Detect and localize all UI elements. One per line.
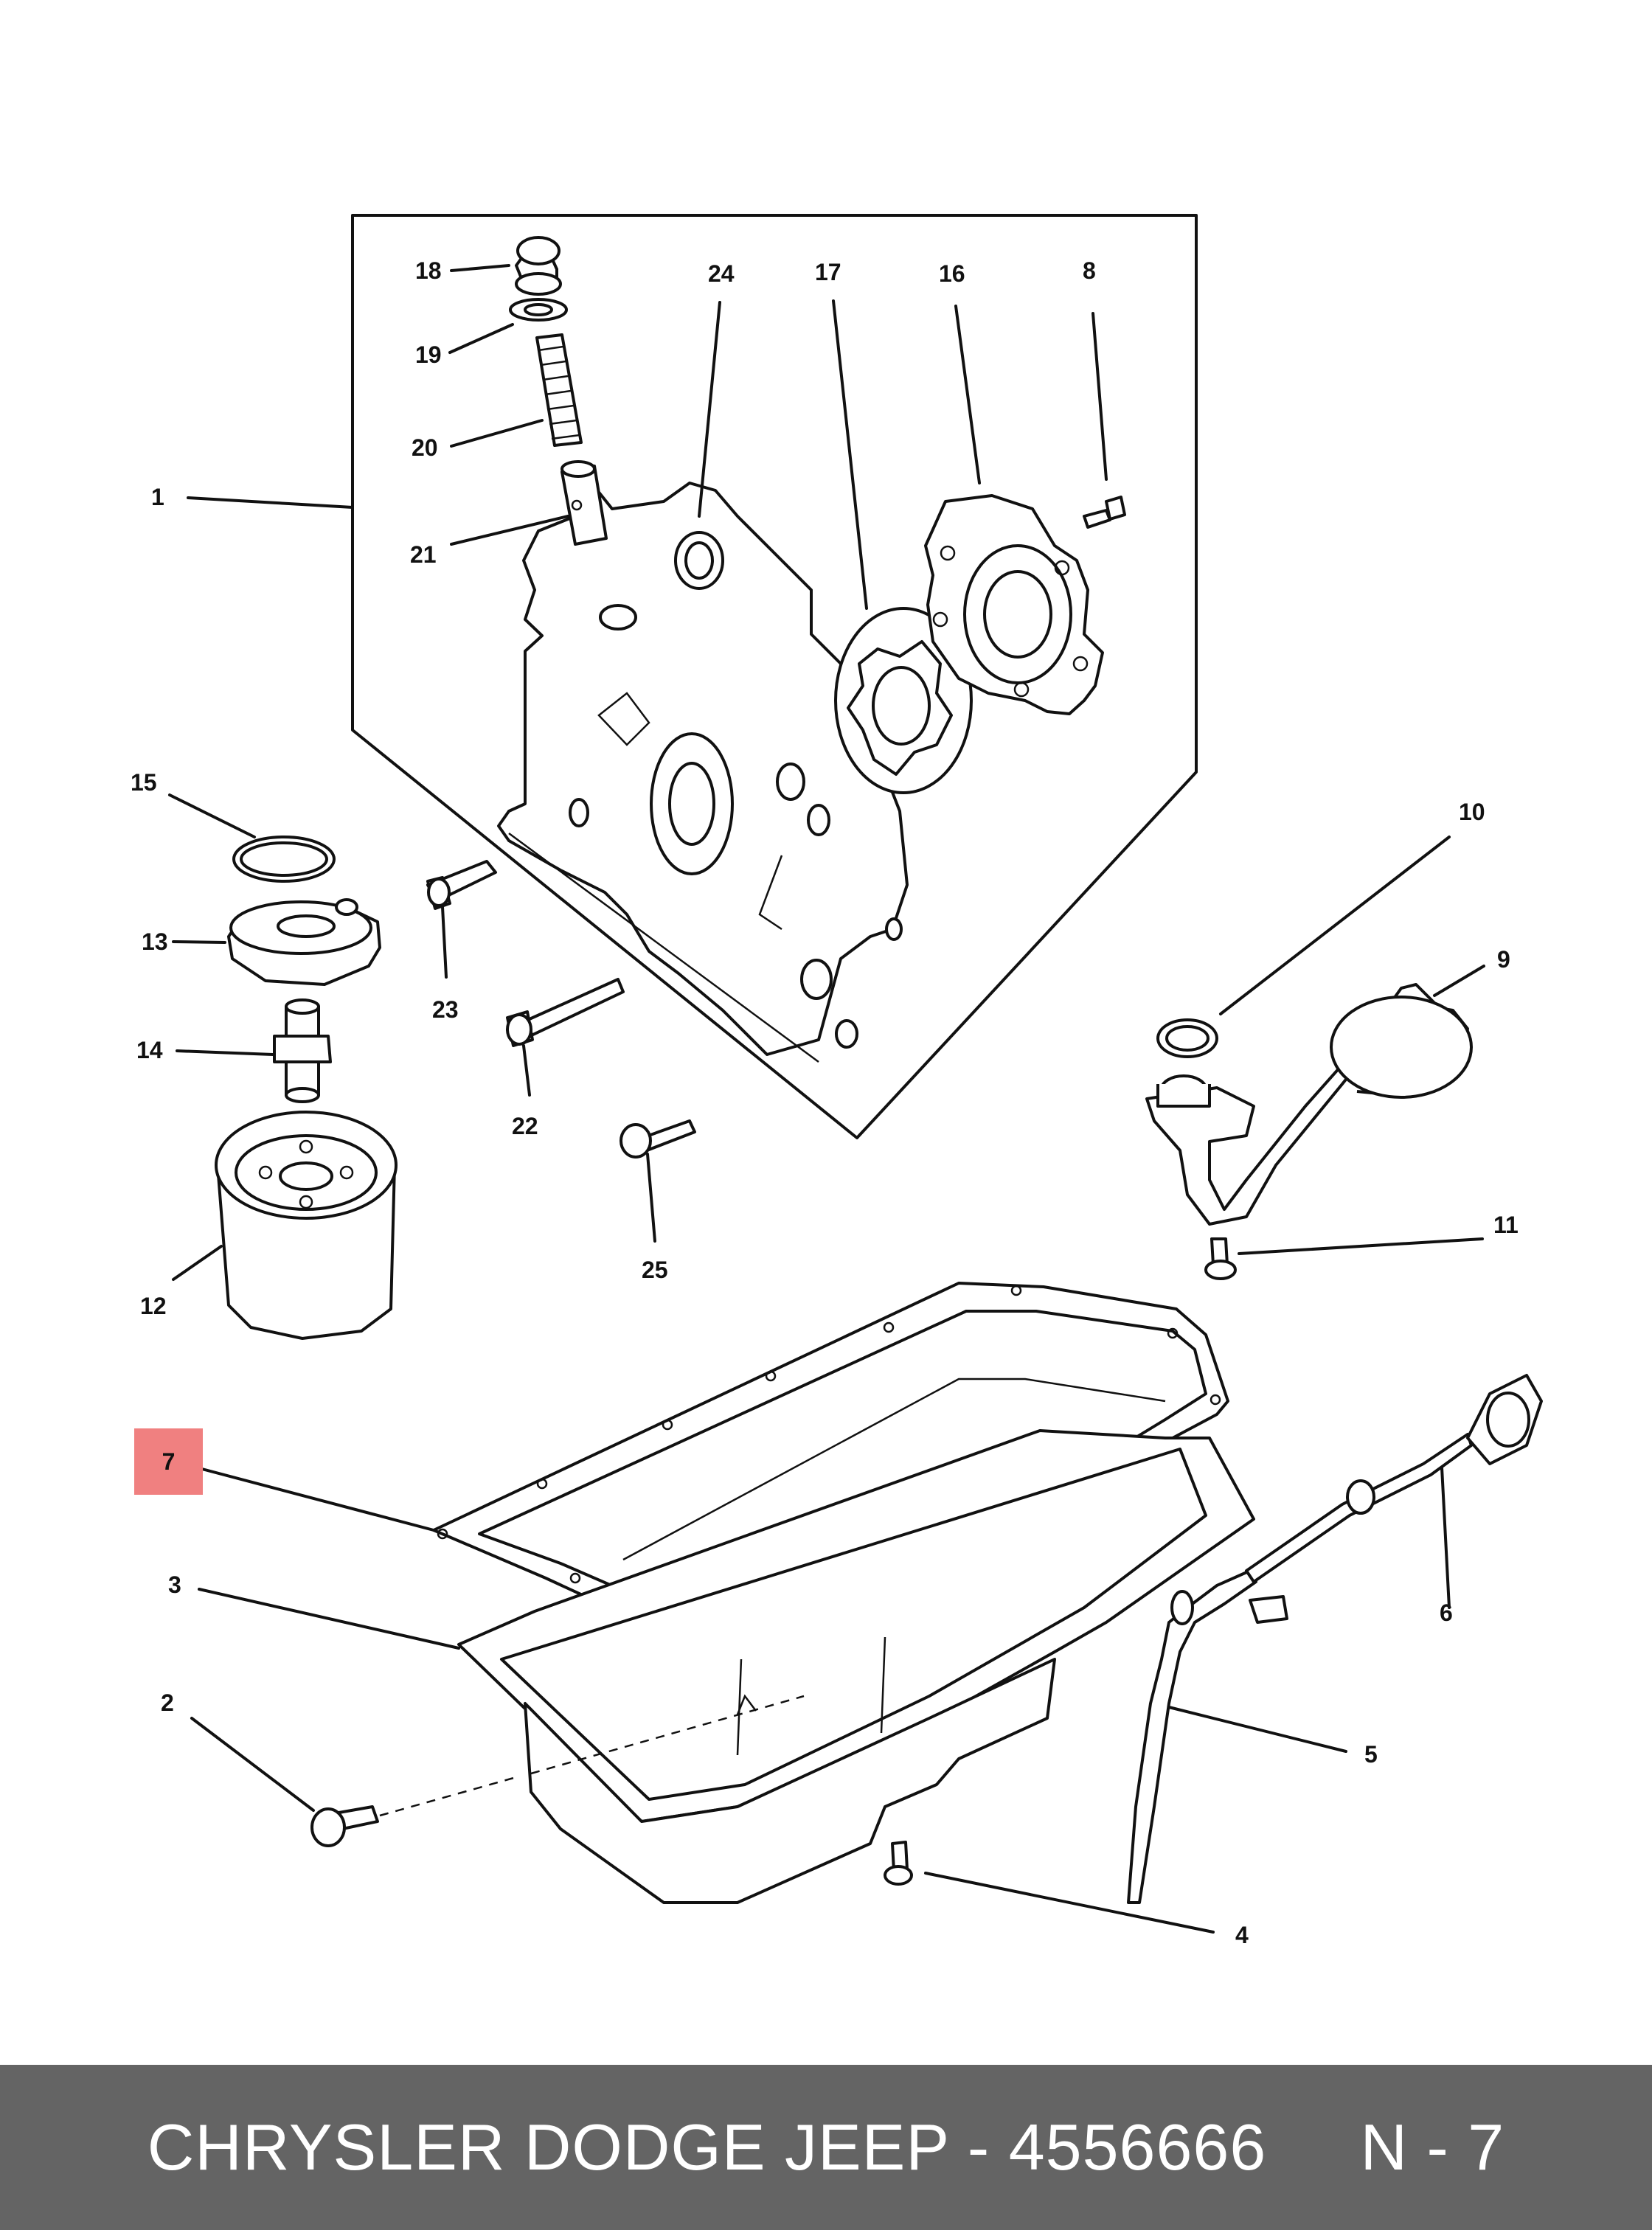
- spring-part: [535, 333, 583, 447]
- washer-part: [509, 298, 568, 322]
- dipstick-part: [1245, 1374, 1543, 1583]
- callout-24: 24: [708, 260, 735, 287]
- callout-25: 25: [642, 1257, 668, 1283]
- callout-2: 2: [161, 1689, 174, 1716]
- footer-separator: -: [948, 2111, 1009, 2184]
- callout-9: 9: [1497, 946, 1510, 973]
- oil-pan-bolt: [884, 1841, 913, 1886]
- callout-22: 22: [512, 1113, 538, 1139]
- callout-21: 21: [410, 541, 437, 568]
- o-ring-part: [674, 531, 724, 590]
- outer-rotor-part: [834, 607, 973, 794]
- filter-adapter-o-ring: [232, 836, 336, 883]
- oil-filter-part: [215, 1111, 398, 1340]
- callout-12: 12: [140, 1293, 167, 1319]
- callout-8: 8: [1083, 257, 1096, 284]
- drain-plug-part: [310, 1695, 805, 1847]
- bolt-part-25: [620, 1119, 696, 1159]
- callout-5: 5: [1364, 1741, 1378, 1768]
- callout-4: 4: [1235, 1922, 1249, 1948]
- callout-3: 3: [168, 1571, 181, 1598]
- pump-cover-plate: [924, 494, 1104, 715]
- callout-14: 14: [136, 1037, 163, 1063]
- relief-valve-part: [560, 460, 608, 546]
- oil-pickup-tube: [1145, 983, 1473, 1226]
- callout-19: 19: [415, 341, 442, 368]
- footer-gap: [1266, 2111, 1360, 2184]
- callout-1: 1: [151, 484, 164, 510]
- bolt-part-22: [506, 978, 625, 1047]
- small-bolt-part: [1083, 496, 1126, 529]
- oil-pump-assembly-frame: [351, 214, 1198, 1139]
- filter-adapter-part: [227, 898, 381, 986]
- oil-pan-part: [457, 1429, 1255, 1904]
- callout-13: 13: [142, 928, 168, 955]
- bolt-part-23: [426, 860, 497, 910]
- callout-10: 10: [1459, 799, 1485, 825]
- callout-11: 11: [1493, 1212, 1519, 1238]
- callout-17: 17: [815, 259, 841, 285]
- dipstick-tube-part: [1127, 1569, 1288, 1904]
- callout-16: 16: [939, 260, 965, 287]
- oil-pump-body: [497, 482, 909, 1063]
- callout-18: 18: [415, 257, 442, 284]
- leader-lines: [168, 264, 1485, 1934]
- plug-part: [515, 236, 562, 296]
- callout-6: 6: [1440, 1599, 1453, 1626]
- callout-20: 20: [412, 434, 438, 461]
- callout-7-highlighted: 7: [162, 1448, 176, 1475]
- footer-brand: CHRYSLER DODGE JEEP: [147, 2111, 949, 2184]
- pickup-tube-o-ring: [1156, 1018, 1218, 1058]
- filter-nipple-part: [273, 998, 332, 1103]
- footer-section: N - 7: [1360, 2111, 1505, 2184]
- pickup-tube-bolt: [1204, 1237, 1237, 1280]
- footer-bar: CHRYSLER DODGE JEEP - 4556666 N - 7: [0, 2065, 1652, 2230]
- callout-15: 15: [131, 769, 157, 796]
- footer-part-number: 4556666: [1008, 2111, 1267, 2184]
- callout-23: 23: [432, 996, 459, 1023]
- highlight-box: [134, 1428, 203, 1495]
- footer-text: CHRYSLER DODGE JEEP - 4556666 N - 7: [148, 2110, 1504, 2185]
- parts-diagram: 1 18 19 20 21 24 17 16 8 15 13 14 12 23 …: [131, 214, 1543, 1948]
